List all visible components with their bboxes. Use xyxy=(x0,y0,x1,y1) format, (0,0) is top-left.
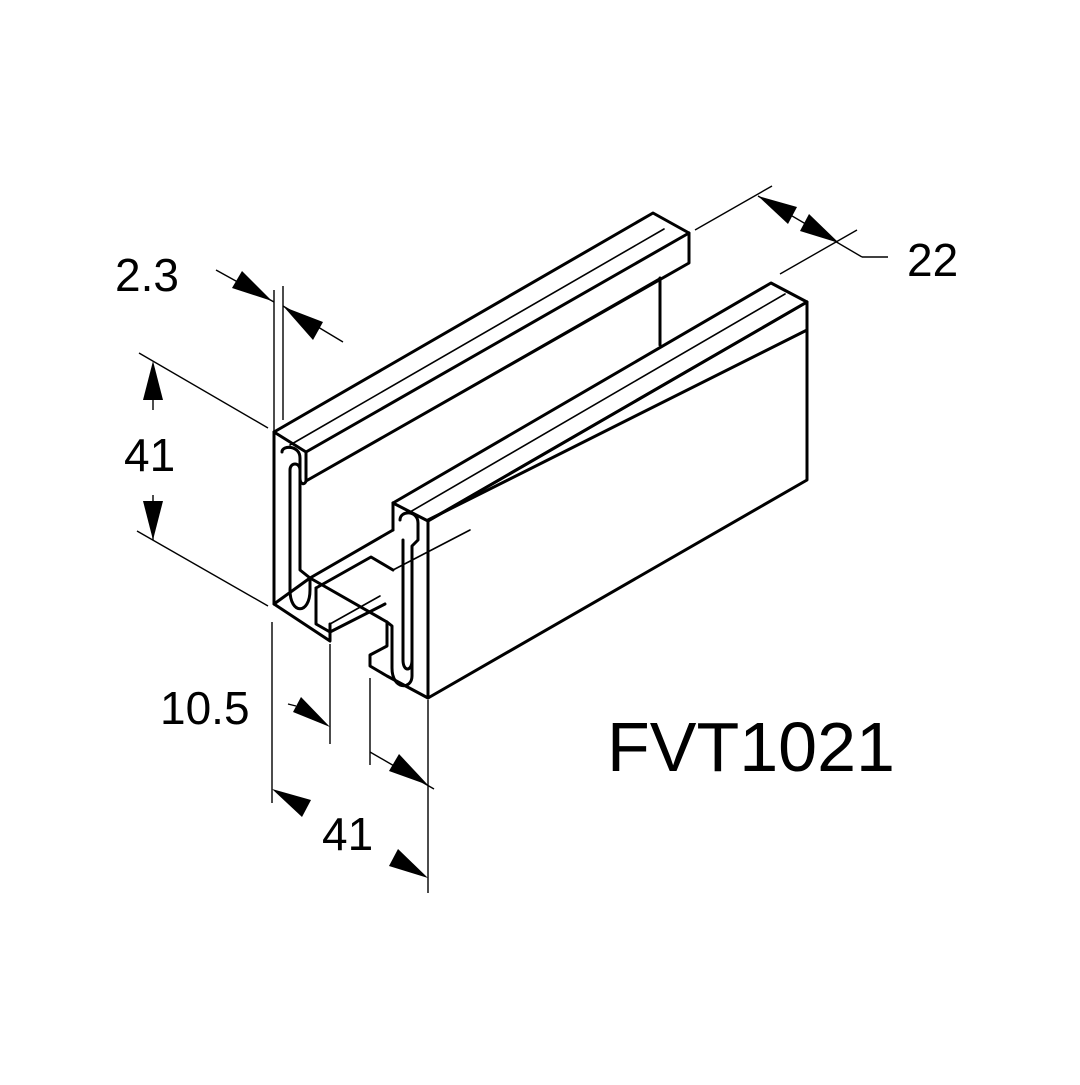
dim-label-height: 41 xyxy=(124,429,175,481)
dim-wall-thickness: 2.3 xyxy=(115,249,344,432)
arrow-head xyxy=(758,196,797,224)
channel-profile xyxy=(272,211,809,700)
arrow-head xyxy=(284,307,323,340)
arrow-head xyxy=(389,754,428,785)
arrow-head xyxy=(143,361,163,400)
right-top-rail xyxy=(391,281,809,532)
dim-label-slot-width: 22 xyxy=(907,234,958,286)
dim-height: 41 xyxy=(124,352,269,607)
dim-label-lip-offset: 10.5 xyxy=(160,682,250,734)
front-cross-section xyxy=(272,430,471,700)
arrow-head xyxy=(143,501,163,540)
arrow-head xyxy=(293,697,330,727)
dim-label-width: 41 xyxy=(322,808,373,860)
arrow-head xyxy=(232,271,272,301)
arrow-head xyxy=(389,849,428,878)
arrow-head xyxy=(272,789,311,817)
dim-width: 41 xyxy=(271,622,435,893)
slot-back-wall xyxy=(305,276,662,482)
dim-lip-offset: 10.5 xyxy=(160,644,331,744)
model-label: FVT1021 xyxy=(607,708,895,786)
dim-slot-width: 22 xyxy=(694,185,958,286)
left-top-rail xyxy=(272,211,691,483)
dim-label-wall-thickness: 2.3 xyxy=(115,249,179,301)
arrow-head xyxy=(800,214,839,243)
right-outer-face xyxy=(426,300,809,700)
